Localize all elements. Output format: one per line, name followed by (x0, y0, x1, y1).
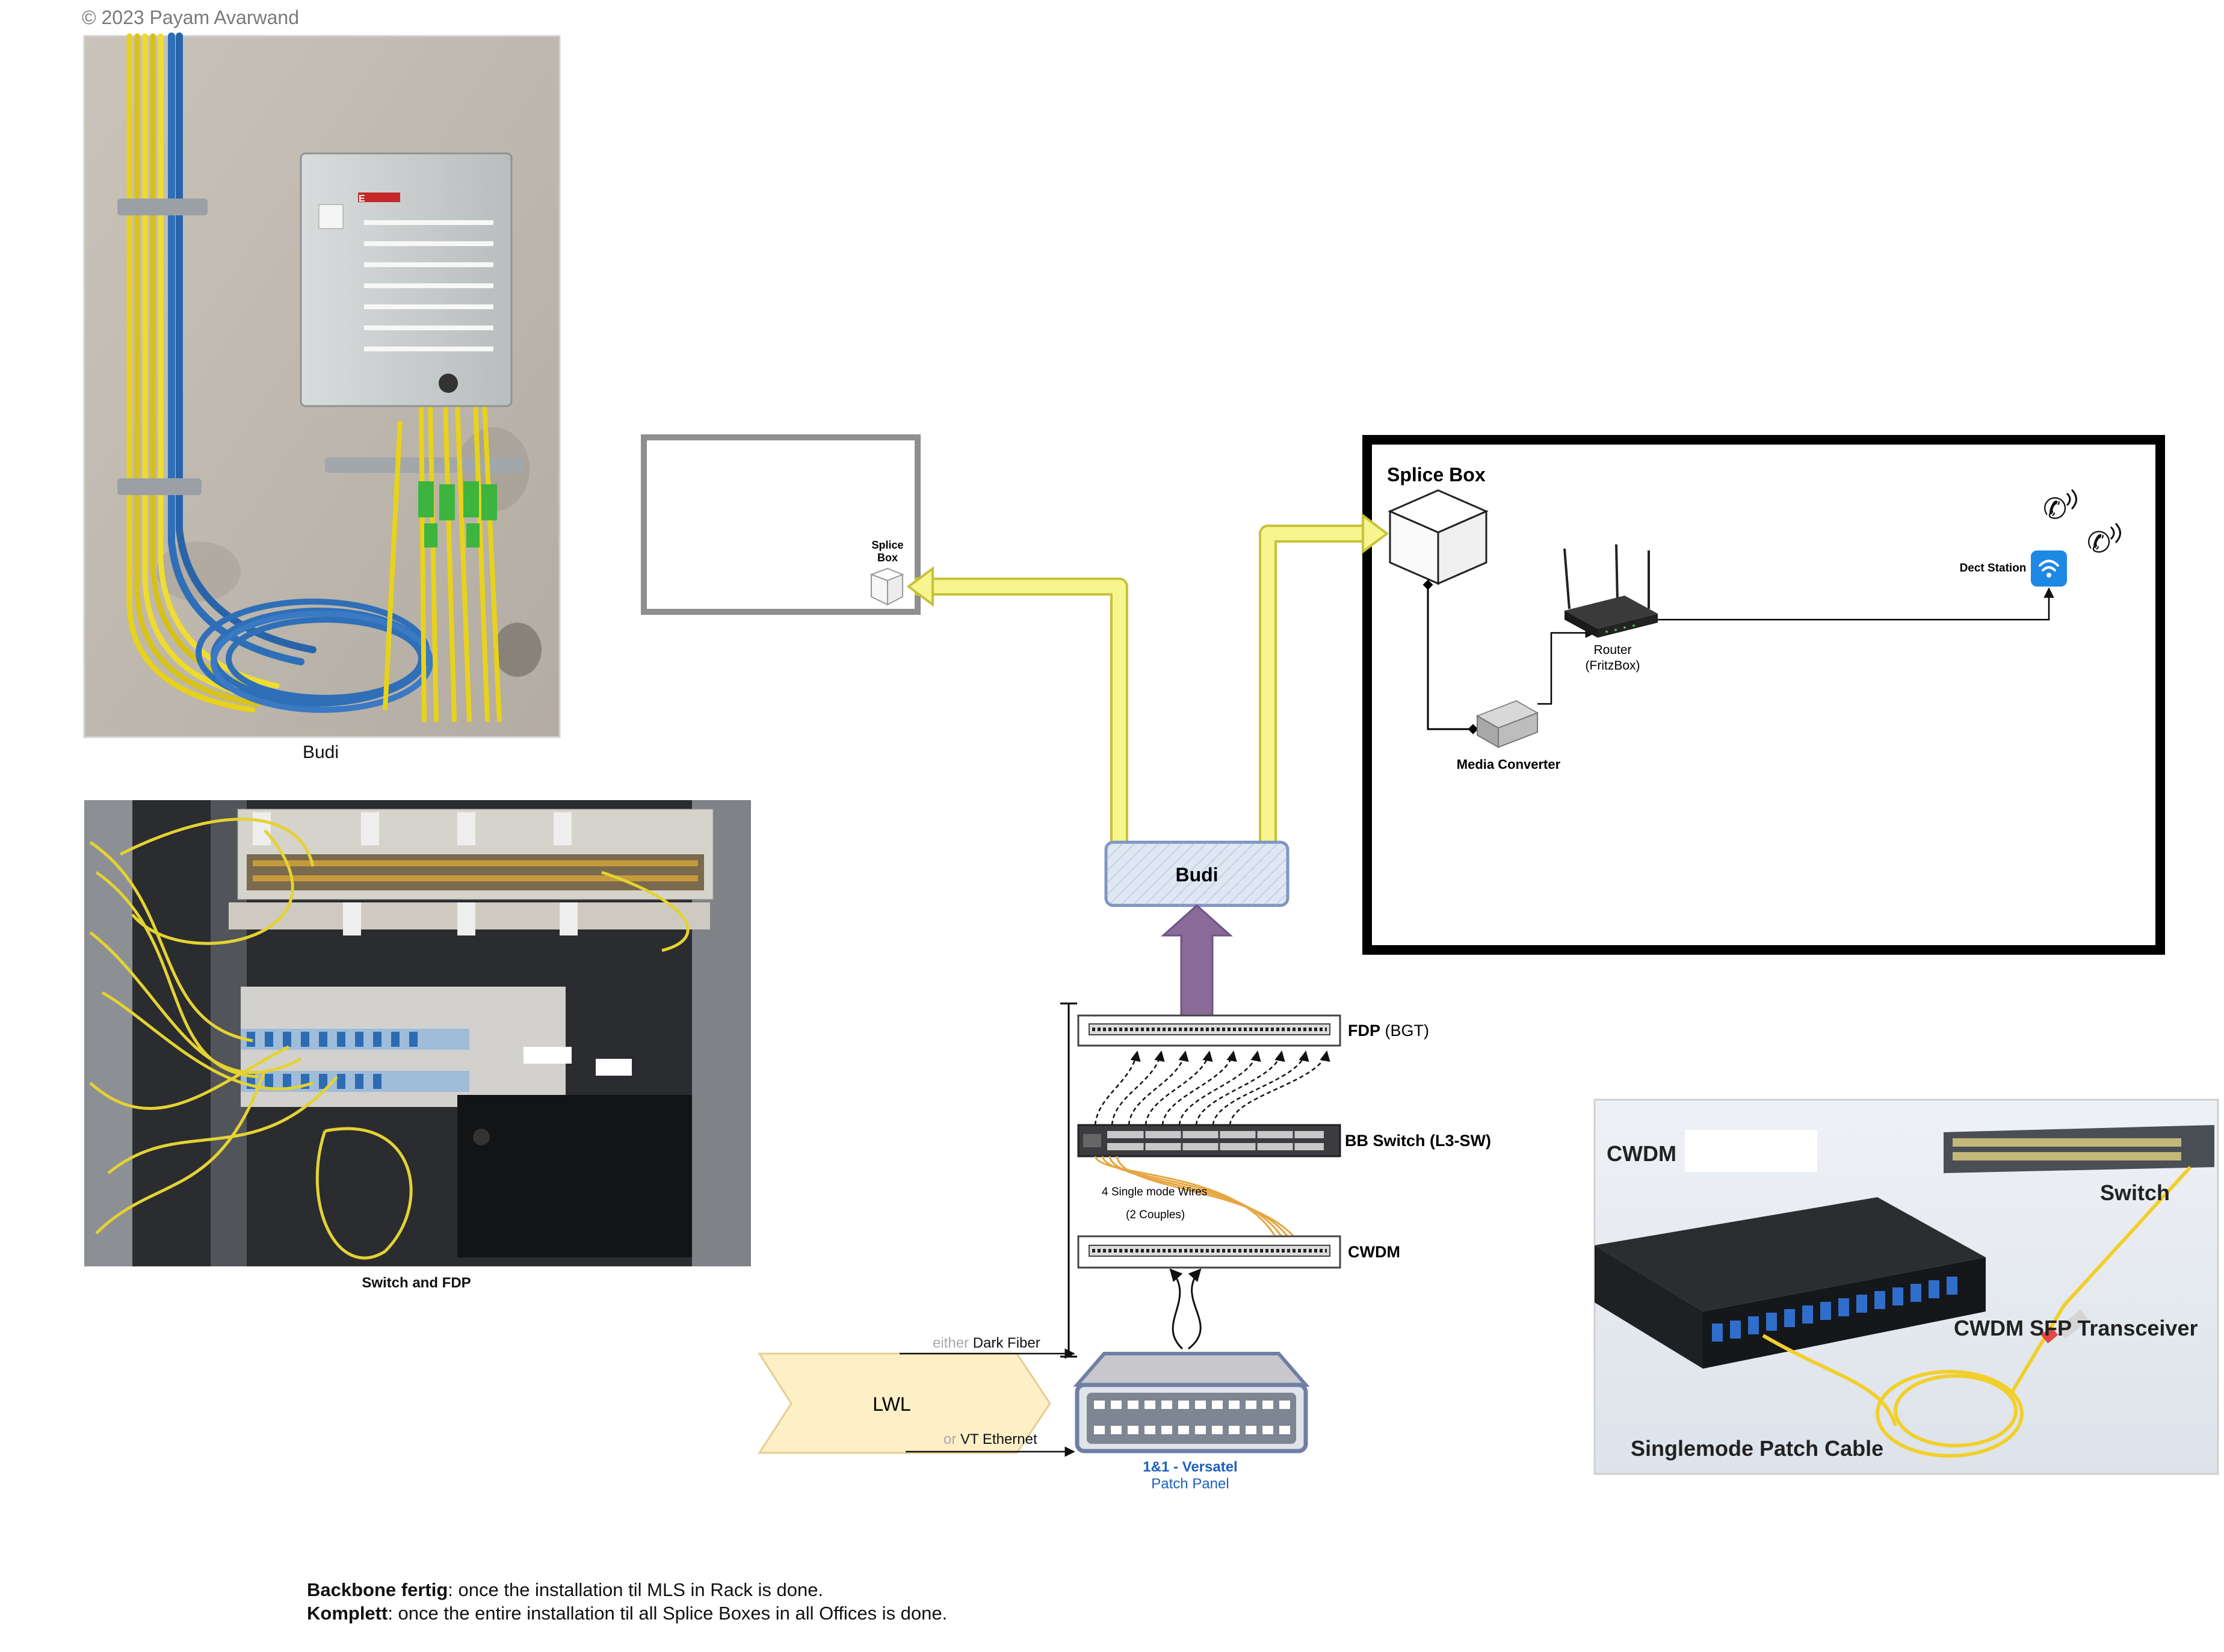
phone-icon: ✆ (2087, 522, 2121, 559)
dark-fiber-label: either Dark Fiber (933, 1335, 1040, 1351)
yellow-link-right (1259, 513, 1389, 848)
splice-box-label-left-2: Box (877, 552, 898, 564)
cwdm-label: CWDM (1348, 1243, 1400, 1261)
rack-photo-caption: Switch and FDP (362, 1275, 471, 1291)
media-converter-label: Media Converter (1457, 757, 1561, 772)
office-box-right (1362, 435, 2165, 955)
uplink-arrow (1161, 904, 1233, 1017)
patch-panel-icon (1073, 1352, 1310, 1453)
phone-icon: ✆ (2043, 489, 2077, 525)
patch-panel-label-2: Patch Panel (1151, 1476, 1229, 1492)
splice-box-icon-right (1388, 489, 1489, 585)
budi-box-badge: E (359, 194, 365, 204)
cwdm-panel (1077, 1235, 1341, 1269)
mc-to-router-line (1537, 627, 1596, 705)
splice-box-icon-left (870, 567, 904, 606)
fdp-label: FDP (BGT) (1348, 1022, 1429, 1040)
bb-switch (1077, 1124, 1341, 1157)
sfp-photo-label: CWDM SFP Transceiver (1954, 1316, 2198, 1340)
wires-label-1: 4 Single mode Wires (1102, 1186, 1207, 1198)
splice-to-mc-line (1427, 585, 1473, 730)
svg-text:✆: ✆ (2043, 493, 2067, 525)
budi-node (1104, 840, 1290, 907)
dect-station-label: Dect Station (1960, 562, 2027, 575)
pp-to-cwdm-link (1169, 1268, 1202, 1350)
yellow-link-left (906, 566, 1128, 848)
office-box-left (641, 434, 921, 615)
router-to-dect-line (1658, 587, 2054, 621)
budi-node-label: Budi (1175, 864, 1218, 886)
single-mode-wires (1094, 1156, 1305, 1251)
switch-photo-label: Switch (2100, 1180, 2170, 1205)
router-label-2: (FritzBox) (1586, 659, 1640, 673)
wires-label-2: (2 Couples) (1126, 1209, 1185, 1221)
cwdm-photo-label: CWDM (1607, 1141, 1676, 1166)
patch-panel-label-1: 1&1 - Versatel (1143, 1459, 1237, 1475)
budi-photo: E (83, 32, 561, 738)
cwdm-product-photo (1593, 1099, 2219, 1475)
bb-switch-label: BB Switch (L3-SW) (1345, 1132, 1491, 1150)
note-komplett: Komplett: once the entire installation t… (307, 1603, 947, 1624)
rack-photo (84, 800, 751, 1266)
patch-cable-photo-label: Singlemode Patch Cable (1631, 1436, 1883, 1461)
wifi-icon (2031, 550, 2067, 587)
note-backbone: Backbone fertig: once the installation t… (307, 1579, 823, 1600)
svg-text:✆: ✆ (2087, 527, 2111, 559)
splice-box-title-right: Splice Box (1387, 464, 1486, 485)
lwl-label: LWL (873, 1393, 910, 1415)
budi-photo-caption: Budi (303, 742, 339, 762)
media-converter-icon (1475, 700, 1539, 748)
router-icon (1563, 544, 1658, 638)
switch-to-fdp-links (1094, 1050, 1330, 1126)
splice-box-label-left-1: Splice (871, 539, 903, 551)
copyright-text: © 2023 Payam Avarwand (82, 7, 299, 28)
fdp-panel (1077, 1014, 1341, 1047)
vt-ethernet-label: or VT Ethernet (944, 1431, 1037, 1447)
router-label-1: Router (1593, 643, 1631, 657)
